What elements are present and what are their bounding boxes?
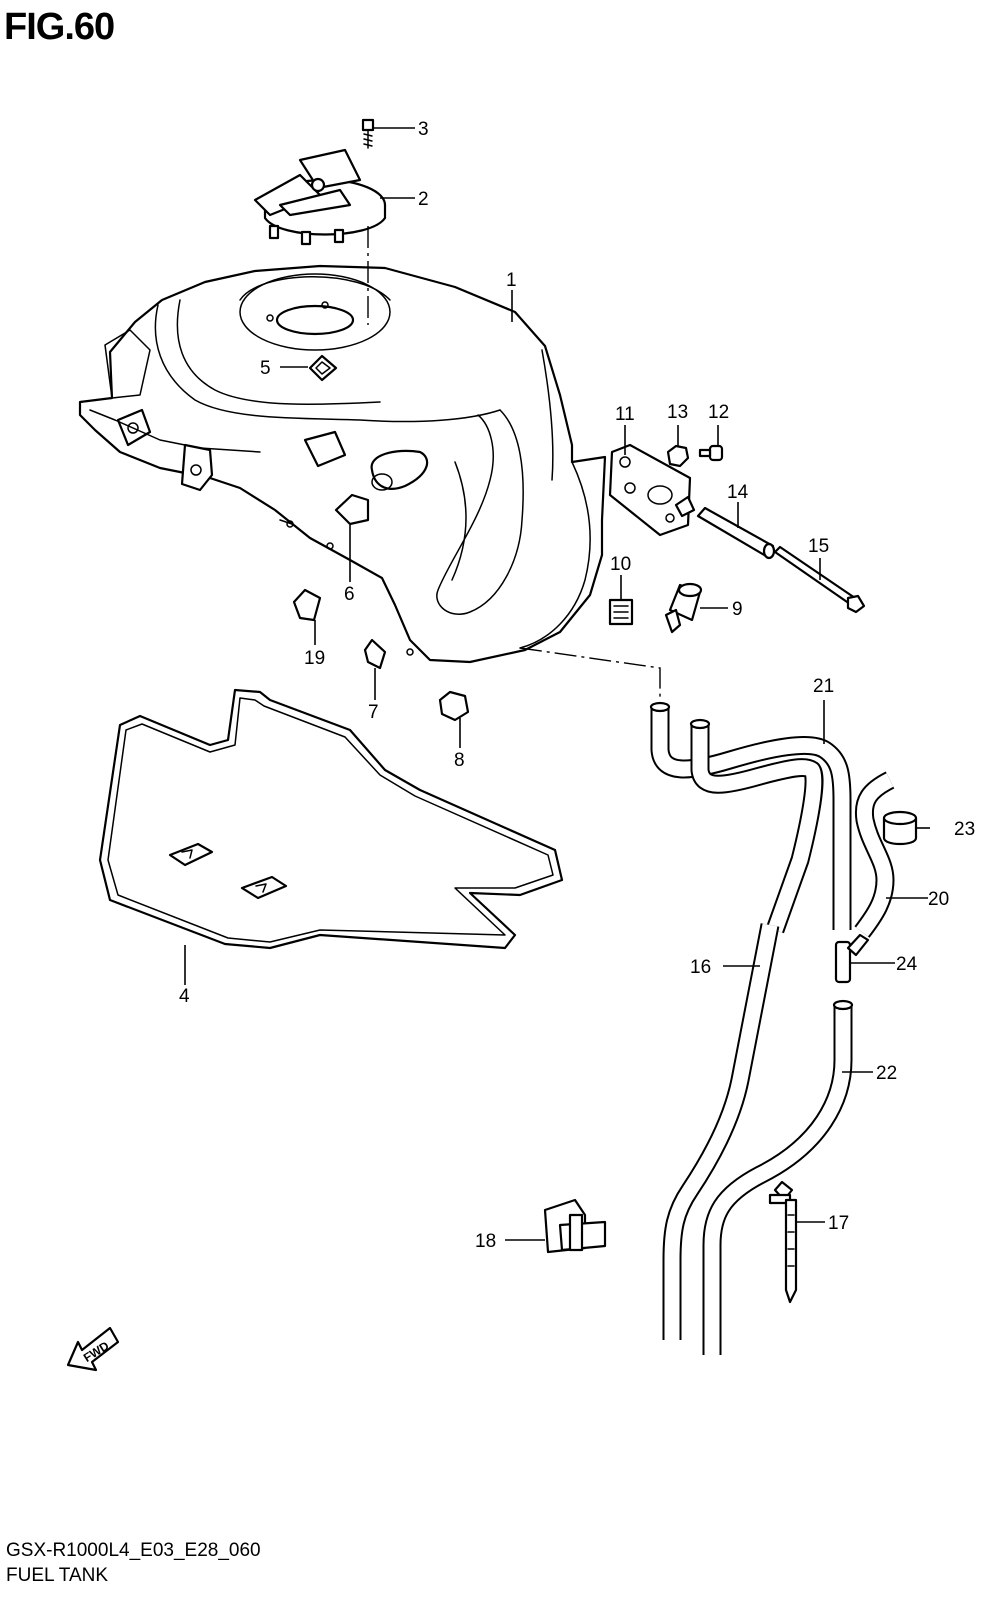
clamp-part[interactable] — [543, 1198, 607, 1254]
grommet-part[interactable] — [608, 598, 634, 626]
joint-part[interactable] — [834, 933, 870, 984]
spacer-part[interactable] — [696, 506, 776, 560]
bolt-part[interactable] — [698, 444, 724, 462]
long-bolt-part[interactable] — [773, 545, 866, 614]
callout-numbers: 1 2 3 4 5 6 7 8 9 10 11 12 13 14 15 16 1… — [179, 119, 975, 1252]
callout-21: 21 — [813, 676, 834, 697]
leader-lines — [184, 127, 930, 1241]
heat-shield-part[interactable] — [98, 688, 564, 950]
screw-part[interactable] — [361, 118, 375, 149]
hose-21-part[interactable] — [649, 701, 852, 934]
model-code: GSX-R1000L4_E03_E28_060 — [6, 1540, 261, 1561]
cable-tie-part[interactable] — [768, 1180, 798, 1304]
callout-9: 9 — [732, 599, 743, 620]
clip-part[interactable] — [363, 638, 387, 670]
callout-17: 17 — [828, 1213, 849, 1234]
callout-4: 4 — [179, 986, 190, 1007]
bracket-part[interactable] — [608, 443, 696, 537]
callout-1: 1 — [506, 270, 517, 291]
callout-3: 3 — [418, 119, 429, 140]
callout-10: 10 — [610, 554, 631, 575]
callout-22: 22 — [876, 1063, 897, 1084]
section-name: FUEL TANK — [6, 1565, 109, 1586]
cap-part[interactable] — [882, 810, 918, 846]
callout-11: 11 — [615, 404, 635, 425]
callout-15: 15 — [808, 536, 829, 557]
nut-part[interactable] — [666, 444, 690, 468]
callout-16: 16 — [690, 957, 711, 978]
fuel-tank-part[interactable] — [78, 264, 607, 664]
fwd-arrow-icon: FWD — [66, 1326, 120, 1372]
label-plate-part[interactable] — [308, 354, 338, 382]
cushion-part[interactable] — [334, 493, 370, 526]
callout-20: 20 — [928, 889, 949, 910]
callout-19: 19 — [304, 648, 325, 669]
callout-8: 8 — [454, 750, 465, 771]
footer: GSX-R1000L4_E03_E28_060 FUEL TANK — [6, 1538, 261, 1588]
figure-title: FIG.60 — [4, 6, 115, 48]
callout-7: 7 — [368, 702, 379, 723]
callout-23: 23 — [954, 819, 975, 840]
callout-5: 5 — [260, 358, 271, 379]
callout-24: 24 — [896, 954, 918, 975]
callout-2: 2 — [418, 189, 429, 210]
cushion-pad-part[interactable] — [292, 588, 322, 622]
fuel-cap-part[interactable] — [253, 148, 387, 246]
callout-12: 12 — [708, 402, 729, 423]
callout-14: 14 — [727, 482, 749, 503]
damper-part[interactable] — [664, 582, 703, 634]
callout-6: 6 — [344, 584, 355, 605]
hose-16-part[interactable] — [662, 923, 780, 1340]
callout-18: 18 — [475, 1231, 496, 1252]
rubber-cushion-part[interactable] — [438, 690, 470, 722]
hose-20-part[interactable] — [854, 771, 895, 938]
callout-13: 13 — [667, 402, 688, 423]
hose-22-part[interactable] — [702, 999, 854, 1355]
